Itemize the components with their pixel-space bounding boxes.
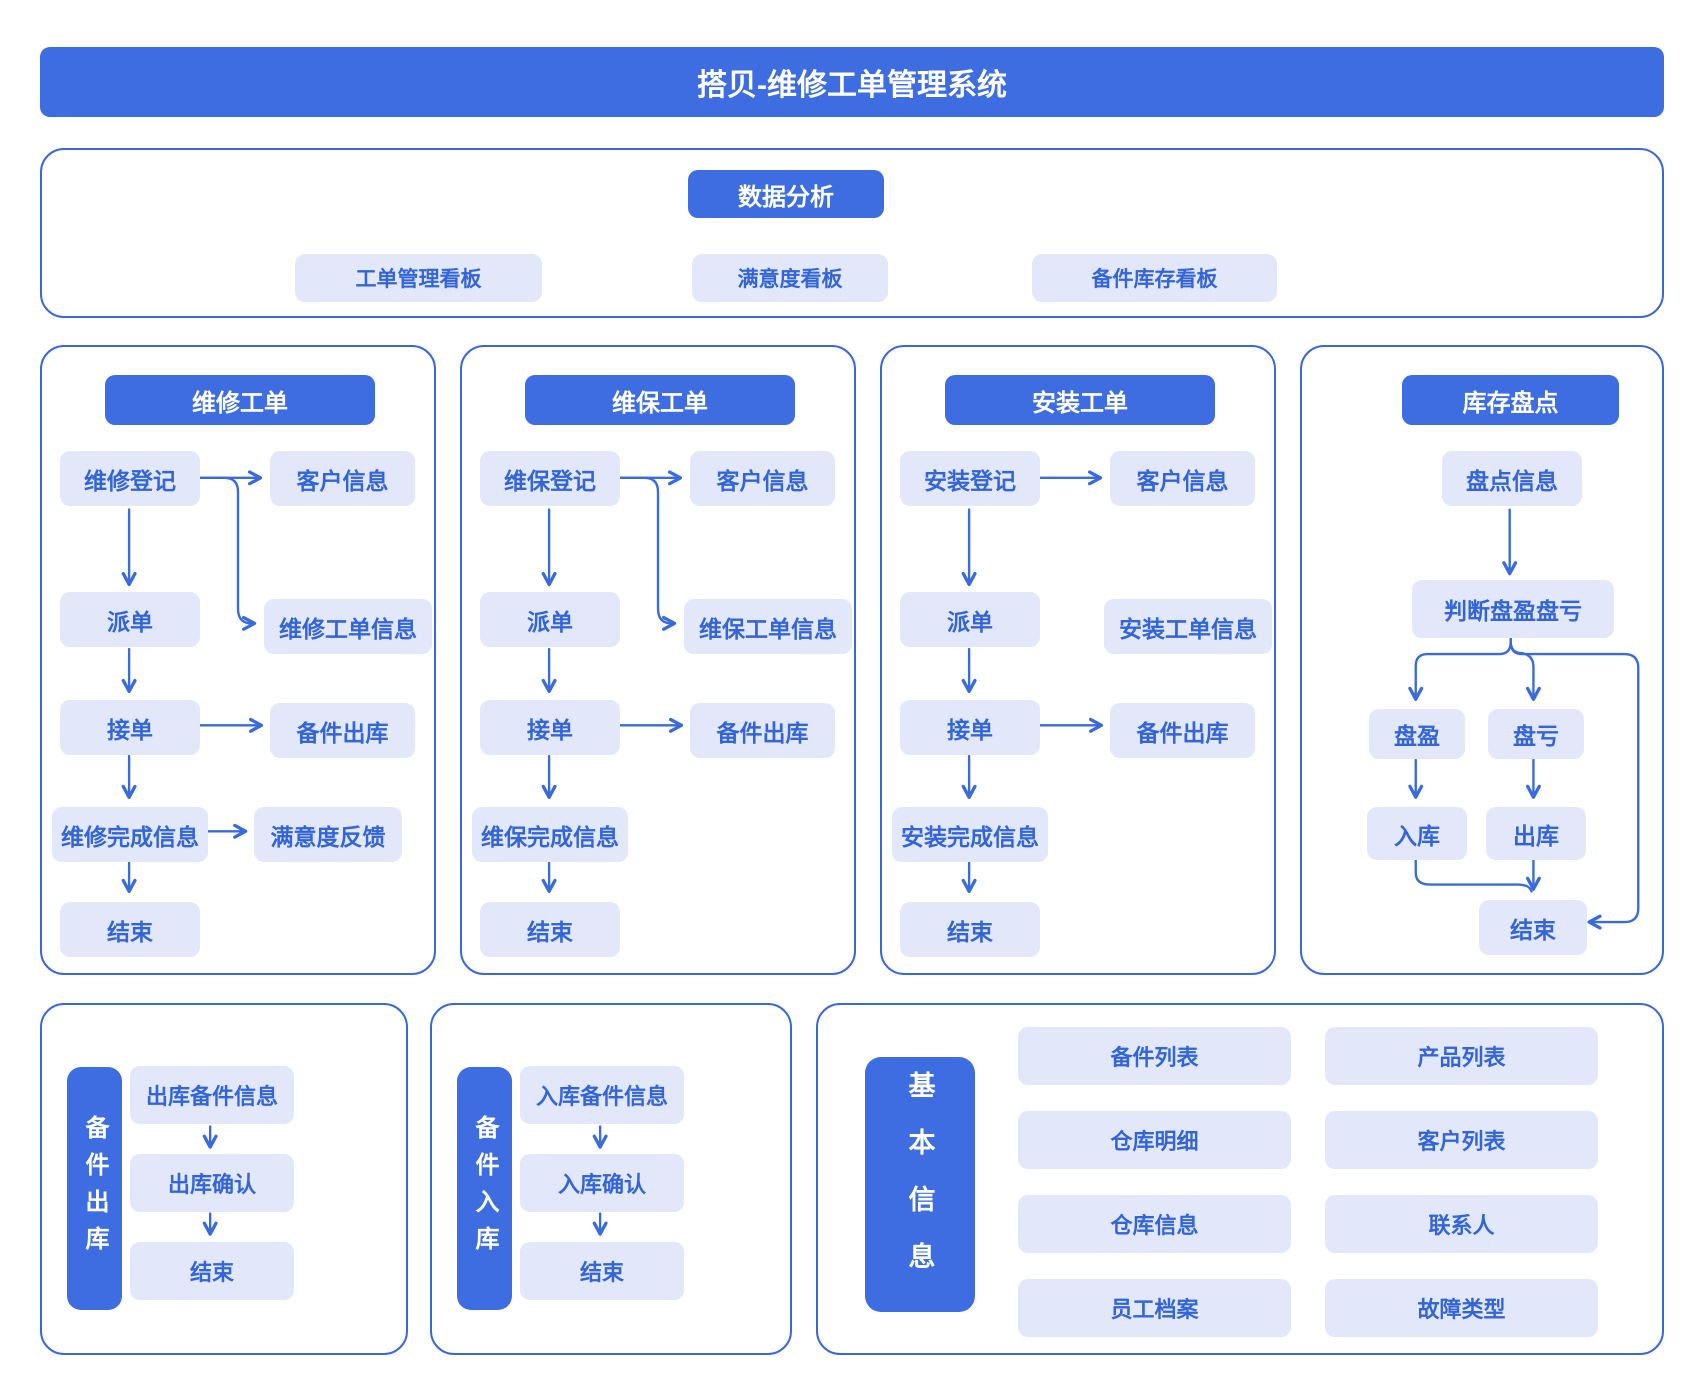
parts-inbound-section: 备件入库 入库备件信息 入库确认 结束: [430, 1003, 792, 1355]
outbound-confirm-node: 出库确认: [130, 1154, 294, 1212]
item-parts-list: 备件列表: [1018, 1027, 1291, 1085]
inbound-confirm-node: 入库确认: [520, 1154, 684, 1212]
install-order-header: 安装工单: [945, 375, 1215, 425]
outbound-parts-info-node: 出库备件信息: [130, 1066, 294, 1124]
column-install-order: 安装工单 安装登记 客户信息 派单 安装工单信息 接单 备件出库 安装完成信息 …: [880, 345, 1276, 975]
inventory-stock-in-node: 入库: [1367, 807, 1467, 860]
item-product-list: 产品列表: [1325, 1027, 1598, 1085]
repair-order-header: 维修工单: [105, 375, 375, 425]
install-dispatch-node: 派单: [900, 592, 1040, 647]
repair-order-info-node: 维修工单信息: [264, 599, 432, 654]
maintenance-accept-node: 接单: [480, 700, 620, 755]
item-contacts: 联系人: [1325, 1195, 1598, 1253]
board-work-order-dashboard: 工单管理看板: [295, 254, 542, 302]
repair-accept-node: 接单: [60, 700, 200, 755]
repair-end-node: 结束: [60, 902, 200, 957]
maintenance-register-node: 维保登记: [480, 451, 620, 506]
install-register-node: 安装登记: [900, 451, 1040, 506]
inventory-stock-out-node: 出库: [1486, 807, 1586, 860]
install-parts-out-node: 备件出库: [1110, 703, 1255, 758]
basic-info-section: 基本信息 备件列表 产品列表 仓库明细 客户列表 仓库信息 联系人 员工档案 故…: [816, 1003, 1664, 1355]
install-flow-arrows: [961, 470, 1104, 893]
item-warehouse-info: 仓库信息: [1018, 1195, 1291, 1253]
analysis-header: 数据分析: [688, 170, 884, 218]
inventory-judge-node: 判断盘盈盘亏: [1412, 580, 1614, 638]
item-warehouse-detail: 仓库明细: [1018, 1111, 1291, 1169]
item-employee-files: 员工档案: [1018, 1279, 1291, 1337]
inventory-end-node: 结束: [1479, 900, 1587, 955]
maintenance-flow-arrows: [541, 470, 684, 893]
install-order-info-node: 安装工单信息: [1104, 599, 1272, 654]
maintenance-dispatch-node: 派单: [480, 592, 620, 647]
install-complete-info-node: 安装完成信息: [892, 807, 1048, 862]
maintenance-order-info-node: 维保工单信息: [684, 599, 852, 654]
item-customer-list: 客户列表: [1325, 1111, 1598, 1169]
inventory-check-info-node: 盘点信息: [1442, 451, 1582, 506]
repair-flow-arrows: [121, 470, 264, 893]
inventory-surplus-node: 盘盈: [1369, 709, 1465, 759]
repair-register-node: 维修登记: [60, 451, 200, 506]
inventory-deficit-node: 盘亏: [1488, 709, 1584, 759]
basic-info-pill: 基本信息: [865, 1057, 975, 1312]
item-fault-types: 故障类型: [1325, 1279, 1598, 1337]
column-maintenance-order: 维保工单 维保登记 客户信息 派单 维保工单信息 接单 备件出库 维保完成信息 …: [460, 345, 856, 975]
board-parts-inventory-dashboard: 备件库存看板: [1032, 254, 1277, 302]
parts-outbound-pill: 备件出库: [67, 1067, 122, 1310]
parts-outbound-section: 备件出库 出库备件信息 出库确认 结束: [40, 1003, 408, 1355]
analysis-section: 数据分析 工单管理看板 满意度看板 备件库存看板: [40, 148, 1664, 318]
inbound-end-node: 结束: [520, 1242, 684, 1300]
inventory-flow-arrows: [1408, 508, 1640, 930]
column-repair-order: 维修工单 维修登记 客户信息 派单 维修工单信息 接单 备件出库 维修完成信息 …: [40, 345, 436, 975]
maintenance-customer-info-node: 客户信息: [690, 451, 835, 506]
maintenance-order-header: 维保工单: [525, 375, 795, 425]
repair-satisfaction-feedback-node: 满意度反馈: [254, 807, 402, 862]
maintenance-complete-info-node: 维保完成信息: [472, 807, 628, 862]
outbound-end-node: 结束: [130, 1242, 294, 1300]
board-satisfaction-dashboard: 满意度看板: [692, 254, 888, 302]
parts-inbound-pill: 备件入库: [457, 1067, 512, 1310]
inventory-check-header: 库存盘点: [1402, 375, 1619, 425]
install-accept-node: 接单: [900, 700, 1040, 755]
repair-customer-info-node: 客户信息: [270, 451, 415, 506]
repair-parts-out-node: 备件出库: [270, 703, 415, 758]
maintenance-end-node: 结束: [480, 902, 620, 957]
column-inventory-check: 库存盘点 盘点信息 判断盘盈盘亏 盘盈 盘亏 入库 出库 结束: [1300, 345, 1664, 975]
inbound-parts-info-node: 入库备件信息: [520, 1066, 684, 1124]
repair-dispatch-node: 派单: [60, 592, 200, 647]
repair-complete-info-node: 维修完成信息: [52, 807, 208, 862]
maintenance-parts-out-node: 备件出库: [690, 703, 835, 758]
page-title: 搭贝-维修工单管理系统: [40, 47, 1664, 117]
install-end-node: 结束: [900, 902, 1040, 957]
install-customer-info-node: 客户信息: [1110, 451, 1255, 506]
